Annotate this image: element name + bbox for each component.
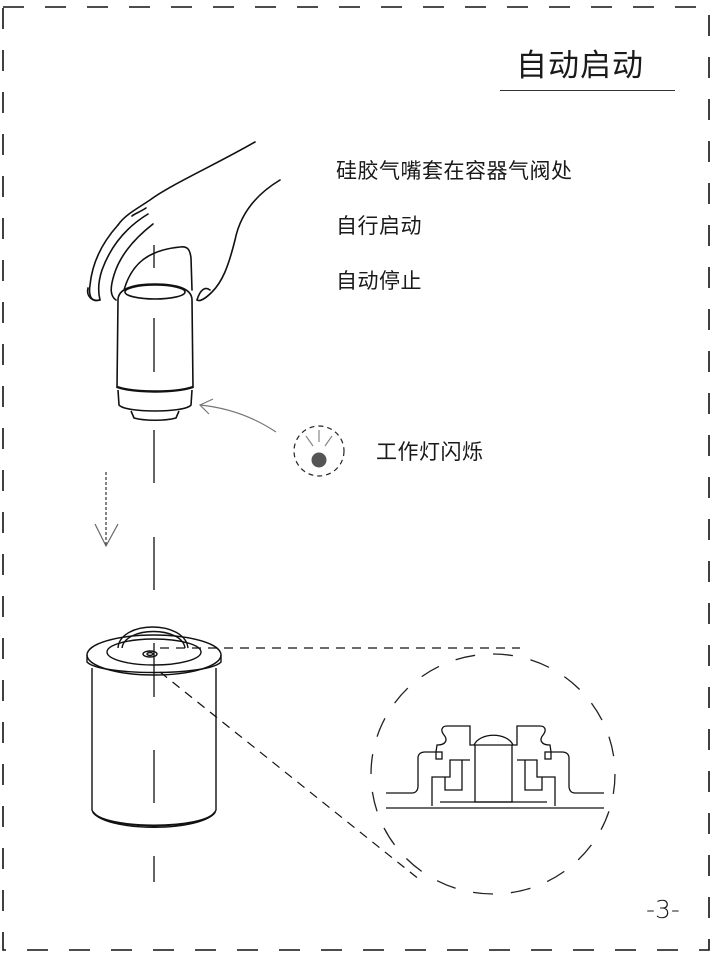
page-title: 自动启动 <box>516 48 644 84</box>
instruction-step-1: 硅胶气嘴套在容器气阀处 <box>336 159 573 183</box>
vacuum-container-illustration <box>86 626 222 828</box>
indicator-label: 工作灯闪烁 <box>376 440 484 464</box>
valve-detail-magnified <box>370 653 616 895</box>
magnify-guide-lines <box>159 647 520 881</box>
curved-pointer-arrow <box>198 398 277 433</box>
vacuum-pump-illustration <box>116 283 194 422</box>
page-number: -3- <box>646 895 680 924</box>
title-underline <box>500 90 675 91</box>
instruction-step-3: 自动停止 <box>336 269 422 293</box>
instruction-step-2: 自行启动 <box>336 214 422 238</box>
dashed-down-arrow <box>94 472 119 548</box>
hand-illustration <box>86 141 281 302</box>
blinking-light-icon <box>293 425 345 477</box>
